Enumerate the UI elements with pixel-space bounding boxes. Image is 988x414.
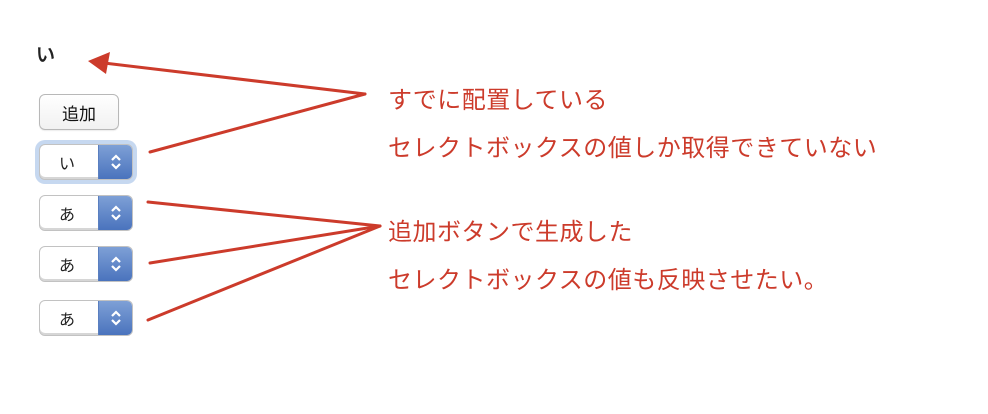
select-stepper-icon <box>98 196 132 230</box>
arrow-line-to-result <box>102 61 367 96</box>
annotation-bottom-line1: 追加ボタンで生成した <box>388 218 633 246</box>
select-box-4[interactable]: あ <box>39 300 133 336</box>
select-value: あ <box>58 205 75 224</box>
select-stepper-icon <box>98 247 132 281</box>
select-value: い <box>58 154 75 173</box>
annotation-bottom-line2: セレクトボックスの値も反映させたい。 <box>388 266 829 294</box>
select-box-3[interactable]: あ <box>39 246 133 282</box>
selected-value-display: い <box>36 44 56 66</box>
annotation-top-line2: セレクトボックスの値しか取得できていない <box>388 134 878 162</box>
line-to-select-2 <box>146 200 382 228</box>
arrowhead-icon <box>88 52 110 74</box>
line-to-select-3 <box>148 224 382 265</box>
select-value: あ <box>58 256 75 275</box>
select-stepper-icon <box>98 301 132 335</box>
arrow-line-to-select-1 <box>148 92 367 154</box>
select-box-2[interactable]: あ <box>39 195 133 231</box>
line-to-select-4 <box>146 224 382 322</box>
select-value: あ <box>58 310 75 329</box>
select-box-1[interactable]: い <box>39 144 133 180</box>
add-button[interactable]: 追加 <box>39 94 119 130</box>
select-stepper-icon <box>98 145 132 179</box>
annotation-top-line1: すでに配置している <box>388 86 609 114</box>
